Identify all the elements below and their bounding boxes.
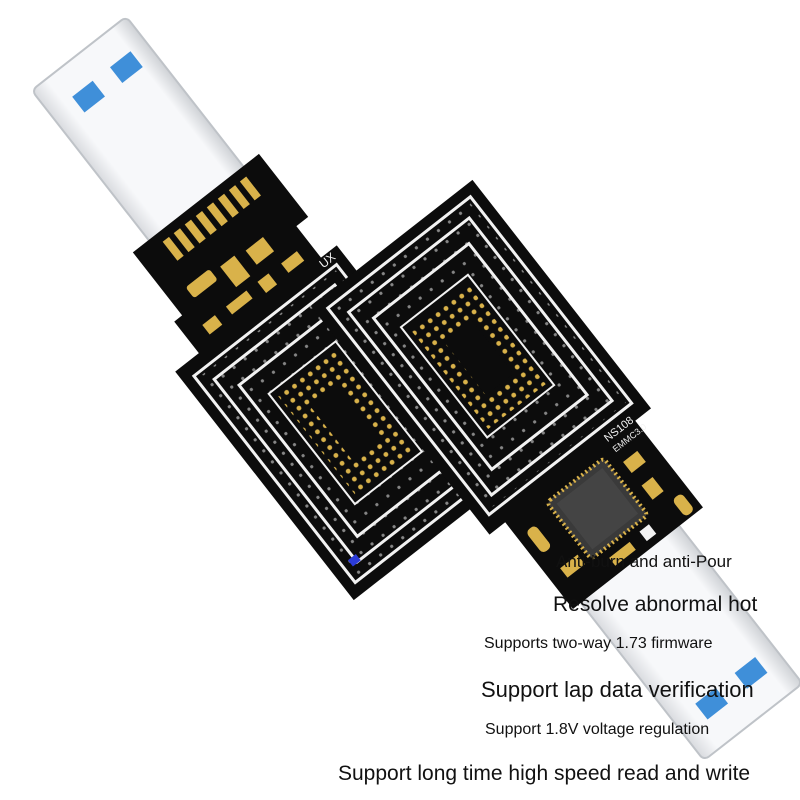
feature-caption: Supports two-way 1.73 firmware — [484, 635, 713, 652]
usb-contact-pad — [109, 51, 143, 83]
led-indicator — [347, 554, 361, 567]
silkscreen-frame — [325, 194, 634, 517]
feature-caption: Support 1.8V voltage regulation — [485, 721, 710, 738]
feature-caption: Resolve abnormal hot — [553, 593, 758, 616]
feature-caption: Support lap data verification — [481, 677, 754, 702]
usb-board-b: NS108 EMMC3.0 — [310, 179, 800, 760]
usb-contact-pad — [734, 657, 768, 689]
feature-caption: Anti-burn and anti-Pour — [556, 552, 732, 571]
usb-contact-pad — [695, 687, 729, 720]
smd-components — [186, 237, 305, 335]
feature-caption: Support long time high speed read and wr… — [338, 762, 751, 785]
usb-contact-pad — [72, 80, 105, 113]
smd-components — [527, 450, 693, 578]
gold-fingers — [162, 176, 261, 261]
